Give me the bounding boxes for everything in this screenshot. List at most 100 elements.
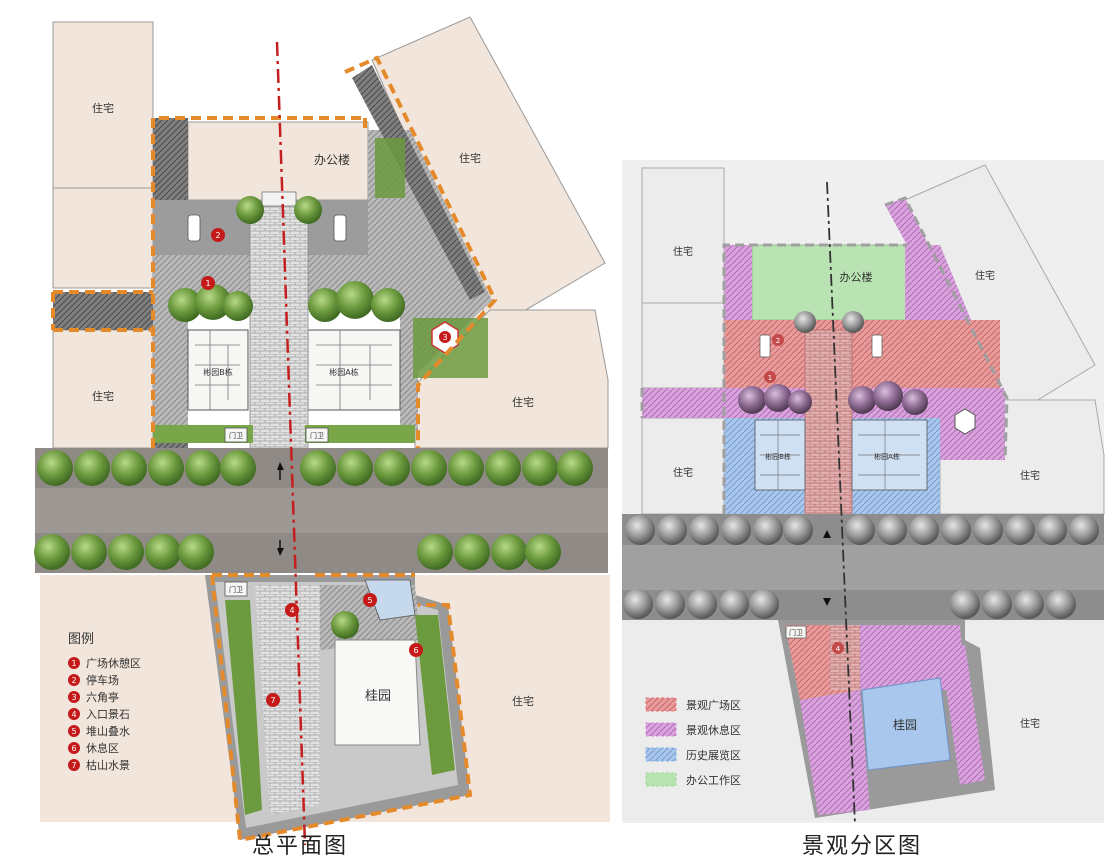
paving <box>153 310 188 430</box>
label-gatehouse: 门卫 <box>789 628 803 637</box>
label-residential: 住宅 <box>512 395 534 409</box>
label-residential: 住宅 <box>92 389 114 403</box>
legend-item: 景观广场区 <box>645 697 741 712</box>
block-residential <box>52 187 154 289</box>
map-marker: 2 <box>211 228 225 242</box>
svg-text:历史展览区: 历史展览区 <box>686 748 741 762</box>
legend-item: 3 六角亭 <box>68 690 119 704</box>
legend-item: 7 枯山水景 <box>68 758 130 772</box>
svg-text:入口景石: 入口景石 <box>86 708 130 721</box>
svg-text:7: 7 <box>71 761 76 770</box>
gatehouse <box>305 427 329 443</box>
legend-title: 图例 <box>68 632 94 647</box>
label-residential: 住宅 <box>1020 717 1040 730</box>
design-axis <box>826 181 856 826</box>
map-marker: 4 <box>285 603 299 617</box>
label-residential: 住宅 <box>673 245 693 258</box>
legend-item: 5 堆山叠水 <box>68 725 130 738</box>
label-residential: 住宅 <box>512 694 534 708</box>
central-path <box>804 329 853 521</box>
label-house-b: 彬园B栋 <box>203 367 233 377</box>
svg-text:3: 3 <box>71 693 76 702</box>
legend-item: 办公工作区 <box>645 772 741 787</box>
label-residential: 住宅 <box>1020 469 1040 482</box>
zoning-plan: 住宅 住宅 住宅 住宅 住宅 办公楼 彬园B栋 彬园A栋 门卫 桂园 1 2 4… <box>622 160 1105 826</box>
label-gatehouse: 门卫 <box>310 431 324 440</box>
svg-text:6: 6 <box>413 646 418 655</box>
legend-item: 历史展览区 <box>645 747 741 762</box>
tree-cluster <box>168 196 405 322</box>
zone-rest <box>642 388 724 418</box>
block-residential <box>52 21 154 189</box>
walkway <box>53 292 153 330</box>
gui-garden <box>334 639 421 746</box>
svg-text:堆山叠水: 堆山叠水 <box>86 725 130 738</box>
gatehouse <box>224 427 248 443</box>
legend-item: 2 停车场 <box>68 673 119 687</box>
svg-text:4: 4 <box>71 710 76 719</box>
svg-text:景观休息区: 景观休息区 <box>686 723 741 737</box>
svg-text:1: 1 <box>71 659 76 668</box>
zone-history-exhibition <box>861 677 951 771</box>
zone-legend: 景观广场区 景观休息区 历史展览区 办公工作区 <box>645 697 741 787</box>
map-marker: 3 <box>439 331 451 343</box>
legend-item: 6 休息区 <box>68 741 119 755</box>
design-axis <box>275 41 307 846</box>
svg-text:2: 2 <box>776 337 780 345</box>
svg-text:5: 5 <box>71 727 76 736</box>
svg-text:枯山水景: 枯山水景 <box>86 758 130 772</box>
gatehouse <box>224 581 248 597</box>
label-house-a: 彬园A栋 <box>329 367 358 377</box>
tree-cluster <box>738 311 928 415</box>
svg-text:休息区: 休息区 <box>86 741 119 755</box>
block-residential <box>641 167 725 304</box>
legend-item: 4 入口景石 <box>68 708 130 721</box>
label-gatehouse: 门卫 <box>229 585 243 594</box>
svg-text:4: 4 <box>289 606 294 615</box>
label-house-a: 彬园A栋 <box>874 452 900 461</box>
map-marker: 1 <box>201 276 215 290</box>
svg-text:3: 3 <box>442 333 447 342</box>
svg-text:停车场: 停车场 <box>86 673 119 687</box>
svg-text:5: 5 <box>367 596 372 605</box>
map-marker: 6 <box>409 643 423 657</box>
entrance-path <box>255 585 320 815</box>
svg-text:1: 1 <box>768 374 772 382</box>
label-gui-garden: 桂园 <box>893 717 917 732</box>
caption-zoning-plan: 景观分区图 <box>802 834 923 859</box>
svg-text:7: 7 <box>270 696 275 705</box>
master-plan: 住宅 住宅 住宅 住宅 住宅 办公楼 彬园B栋 彬园A栋 门卫 门卫 门卫 桂园… <box>34 16 610 846</box>
legend-item: 景观休息区 <box>645 722 741 737</box>
svg-text:1: 1 <box>205 279 210 288</box>
street-trees <box>34 450 593 570</box>
site-boundary <box>51 55 498 843</box>
map-marker: 4 <box>832 642 844 654</box>
svg-text:6: 6 <box>71 744 76 753</box>
caption-master-plan: 总平面图 <box>252 834 349 859</box>
block-residential <box>52 329 154 449</box>
central-path <box>249 204 309 451</box>
label-office: 办公楼 <box>840 270 873 284</box>
svg-text:2: 2 <box>71 676 76 685</box>
svg-text:4: 4 <box>836 645 841 653</box>
label-gui-garden: 桂园 <box>365 689 391 704</box>
map-marker: 7 <box>266 693 280 707</box>
map-marker: 5 <box>363 593 377 607</box>
svg-text:办公工作区: 办公工作区 <box>686 774 741 787</box>
site-boundary <box>640 196 1009 514</box>
car <box>333 214 347 242</box>
block-residential <box>641 417 725 515</box>
car <box>187 214 201 242</box>
svg-text:六角亭: 六角亭 <box>86 690 119 704</box>
label-residential: 住宅 <box>459 151 481 165</box>
street-trees <box>623 515 1099 619</box>
label-office: 办公楼 <box>314 152 350 167</box>
svg-text:2: 2 <box>215 231 220 240</box>
label-house-b: 彬园B栋 <box>765 452 791 461</box>
house-b <box>187 329 249 411</box>
zone-rest <box>860 625 965 690</box>
